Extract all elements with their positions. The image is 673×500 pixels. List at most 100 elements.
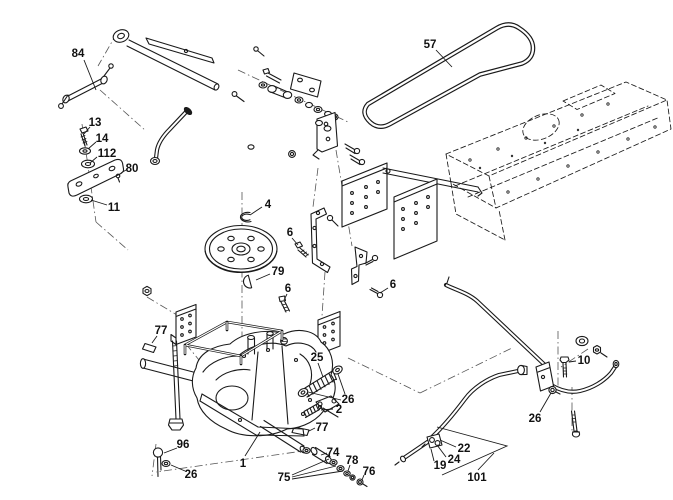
square-key-77-left xyxy=(141,342,157,354)
bracket-6-z xyxy=(350,246,384,299)
callout-label-19: 19 xyxy=(434,460,447,472)
input-pulley xyxy=(204,224,278,274)
callout-label-112: 112 xyxy=(98,148,117,160)
leader-line-26 xyxy=(307,391,342,401)
leader-line-1 xyxy=(244,431,261,457)
leader-line-26 xyxy=(170,464,186,472)
projection-line xyxy=(321,271,326,317)
nut-76 xyxy=(356,478,364,486)
projection-line xyxy=(312,167,319,208)
leader-line-112 xyxy=(89,156,98,164)
bolt-lower-right xyxy=(570,410,581,438)
retaining-ring-4 xyxy=(239,211,252,223)
leader-line-80 xyxy=(120,169,127,174)
frame-side-plate-right xyxy=(393,178,438,260)
mount-plate-77-left xyxy=(170,303,197,346)
leader-line-84 xyxy=(83,59,97,91)
callout-label-79: 79 xyxy=(272,266,285,278)
callout-label-13: 13 xyxy=(89,117,102,129)
leader-line-77 xyxy=(151,335,158,344)
bolt-13 xyxy=(79,126,89,134)
bolt-6-lower xyxy=(278,295,291,313)
hook-pin-96 xyxy=(152,447,164,478)
frame-side-plate-left xyxy=(341,162,388,228)
washer-26-hook xyxy=(161,459,171,468)
callout-label-1: 1 xyxy=(240,458,247,470)
callout-label-57: 57 xyxy=(424,39,437,51)
leader-line-14 xyxy=(87,141,97,150)
rod-clamp-19-22-24 xyxy=(421,433,443,449)
leader-line-22 xyxy=(439,439,457,448)
rod-bracket-right xyxy=(535,361,561,395)
projection-line xyxy=(146,296,178,316)
leader-line-57 xyxy=(435,49,453,68)
washer-11 xyxy=(78,194,94,204)
projection-line xyxy=(99,89,147,132)
bolt-10 xyxy=(559,356,570,378)
callout-label-14: 14 xyxy=(96,133,109,145)
callout-label-78: 78 xyxy=(346,455,359,467)
callout-label-84: 84 xyxy=(72,48,85,60)
brake-rod xyxy=(443,276,550,370)
projection-line xyxy=(95,221,129,251)
leader-line-26 xyxy=(337,373,346,395)
callout-label-80: 80 xyxy=(126,163,139,175)
leader-line-76 xyxy=(361,474,365,481)
leader-line-26 xyxy=(539,392,552,413)
washer-nut-right xyxy=(575,335,608,358)
spring-25 xyxy=(297,365,343,398)
flange-nut xyxy=(142,285,152,297)
callout-label-26: 26 xyxy=(185,469,198,481)
leader-line-6 xyxy=(291,237,299,246)
leader-line-6 xyxy=(283,293,288,301)
callout-label-4: 4 xyxy=(265,199,272,211)
projection-line xyxy=(155,449,311,473)
idler-bracket-tall xyxy=(310,207,339,274)
leader-line-75 xyxy=(291,458,330,476)
projection-line xyxy=(347,357,421,394)
link-rod-84 xyxy=(58,63,114,109)
leader-line-19 xyxy=(430,448,435,462)
callout-label-25: 25 xyxy=(311,352,324,364)
nut-26-right xyxy=(548,385,557,395)
leader-line-6 xyxy=(379,287,389,294)
callout-label-22: 22 xyxy=(458,443,471,455)
bracket-101 xyxy=(436,426,509,476)
callout-label-26: 26 xyxy=(529,413,542,425)
fastener-stack xyxy=(67,126,125,204)
axle-hardware xyxy=(302,446,368,488)
callout-label-10: 10 xyxy=(578,355,591,367)
leader-line-24 xyxy=(436,444,447,458)
leader-line-79 xyxy=(255,273,271,281)
callout-label-96: 96 xyxy=(177,439,190,451)
shift-lever-assembly xyxy=(112,29,265,91)
callout-label-6: 6 xyxy=(287,227,293,239)
callout-label-2: 2 xyxy=(336,404,342,416)
transaxle-wire-frame xyxy=(183,320,284,366)
projection-line xyxy=(237,69,349,123)
callout-label-74: 74 xyxy=(327,447,340,459)
callout-label-11: 11 xyxy=(108,202,121,214)
spacer-74 xyxy=(310,446,318,456)
callout-label-101: 101 xyxy=(467,472,487,484)
leader-line-4 xyxy=(249,206,263,216)
callout-label-75: 75 xyxy=(278,472,291,484)
projection-line xyxy=(419,347,513,394)
pedal-rod xyxy=(149,106,193,166)
callout-label-6: 6 xyxy=(390,279,396,291)
washer-26-spring-low xyxy=(297,387,309,398)
leader-line-96 xyxy=(163,447,178,454)
leader-line-10 xyxy=(568,360,577,363)
transaxle xyxy=(139,330,340,454)
callout-label-76: 76 xyxy=(363,466,376,478)
callout-label-77: 77 xyxy=(316,422,329,434)
idler-pivot-assembly xyxy=(231,67,366,166)
leader-line-11 xyxy=(90,199,108,206)
leader-line-101 xyxy=(477,452,495,471)
rear-rod xyxy=(548,359,620,394)
washer-14 xyxy=(78,147,92,155)
leader-line-77 xyxy=(308,427,316,432)
